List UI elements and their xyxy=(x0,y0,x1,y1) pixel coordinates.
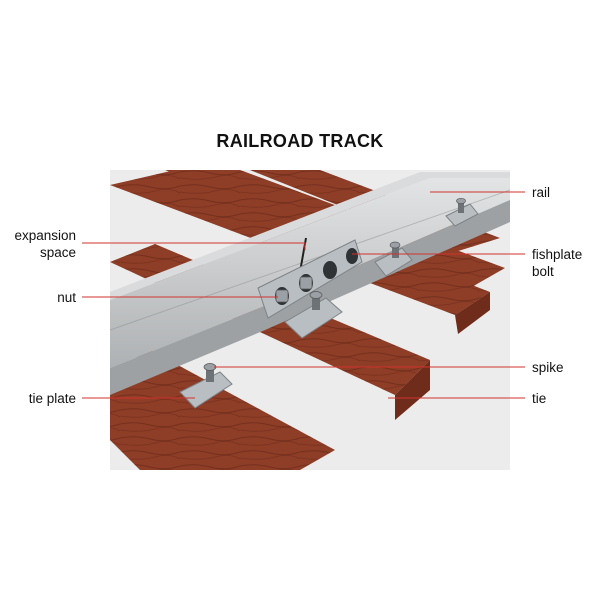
label-nut: nut xyxy=(57,290,76,305)
leader-lines xyxy=(82,191,525,399)
label-spike: spike xyxy=(532,360,564,375)
label-tie: tie xyxy=(532,391,547,406)
leader-expansion-space xyxy=(82,242,306,250)
tie-plate-right xyxy=(374,241,413,277)
tie-plate-front xyxy=(179,363,233,409)
label-fishplate-bolt: fishplate bolt xyxy=(532,247,583,279)
label-rail: rail xyxy=(532,185,551,200)
tie-plate-back xyxy=(445,197,479,227)
label-expansion-space: expansion space xyxy=(14,228,76,260)
tie-plate-middle xyxy=(284,291,343,339)
fishplate-shape xyxy=(257,239,363,319)
diagram-title: RAILROAD TRACK xyxy=(216,131,384,151)
label-tie-plate: tie plate xyxy=(28,391,76,406)
